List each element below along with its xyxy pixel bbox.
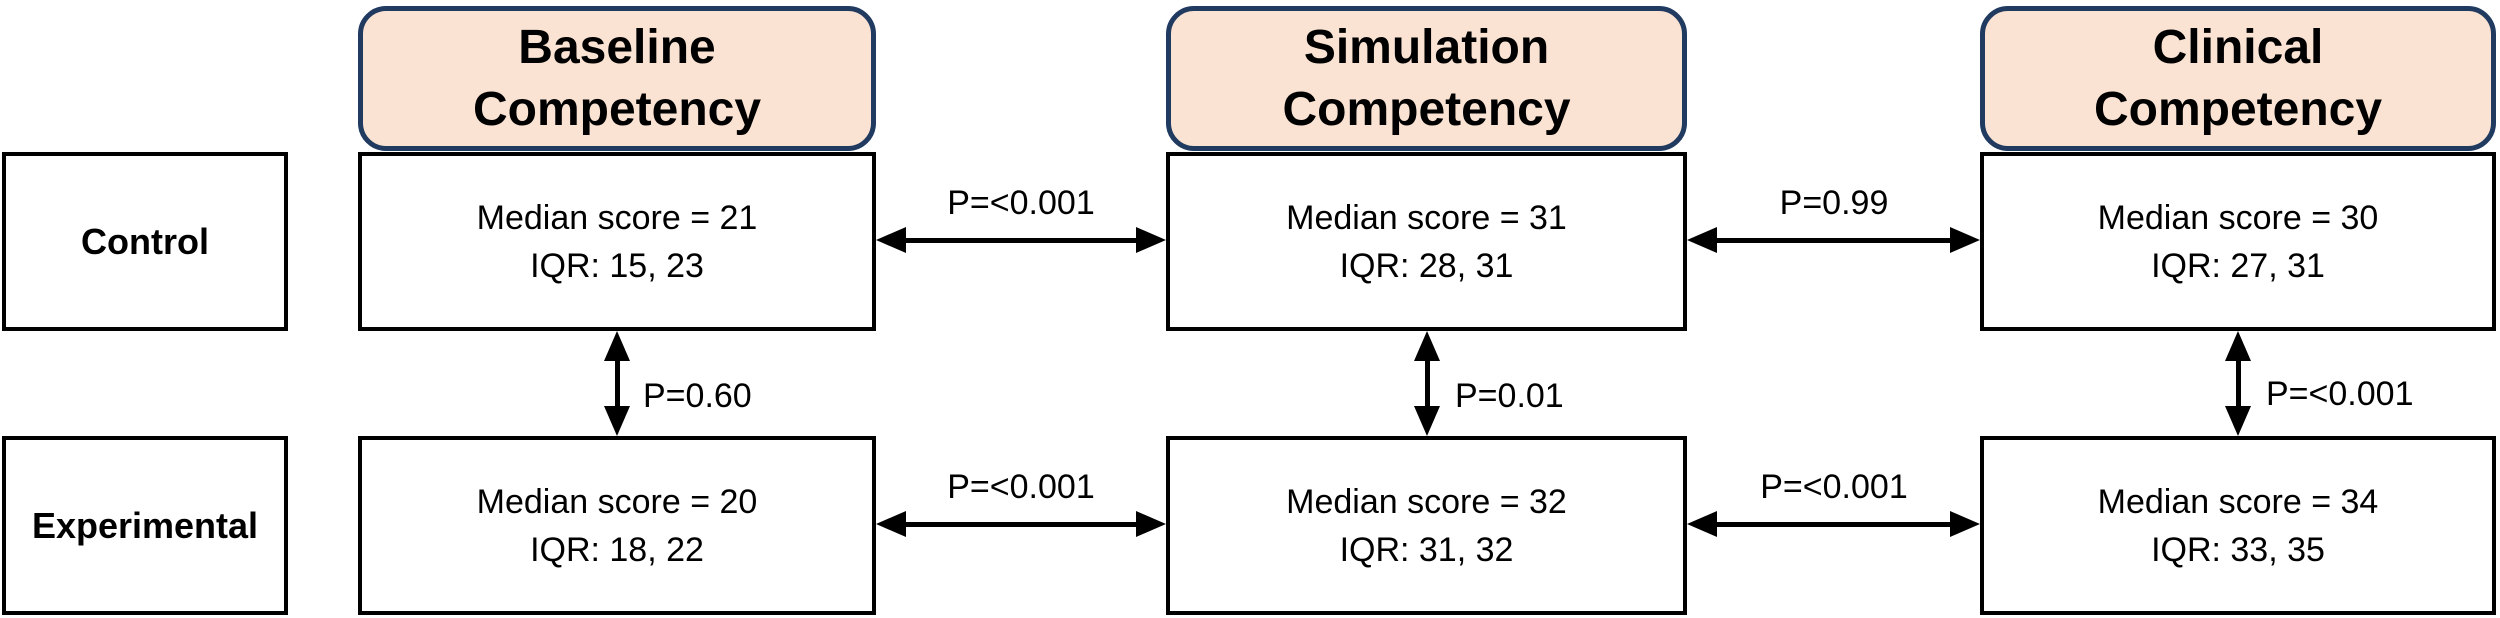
cell-experimental-baseline-iqr: IQR: 18, 22 xyxy=(530,530,704,569)
p-value-experimental-baseline-simulation: P=<0.001 xyxy=(947,468,1095,506)
arrow-experimental-simulation-clinical xyxy=(1687,510,1980,538)
header-baseline-competency: Baseline Competency xyxy=(358,6,876,151)
p-value-control-baseline-simulation: P=<0.001 xyxy=(947,184,1095,222)
arrow-shaft xyxy=(1711,237,1956,243)
header-simulation-line1: Simulation xyxy=(1303,20,1550,74)
p-value-clinical-control-experimental: P=<0.001 xyxy=(2266,375,2414,413)
arrow-shaft xyxy=(900,521,1142,527)
p-value-control-simulation-clinical: P=0.99 xyxy=(1779,184,1889,222)
arrow-shaft xyxy=(614,355,620,412)
cell-control-baseline-median: Median score = 21 xyxy=(476,198,758,237)
header-simulation-line2: Competency xyxy=(1282,82,1571,136)
cell-control-simulation-iqr: IQR: 28, 31 xyxy=(1339,246,1514,285)
cell-experimental-simulation-iqr: IQR: 31, 32 xyxy=(1339,530,1514,569)
row-label-experimental-text: Experimental xyxy=(31,504,259,546)
cell-control-clinical: Median score = 30 IQR: 27, 31 xyxy=(1980,152,2496,331)
row-label-experimental: Experimental xyxy=(2,436,288,615)
p-value-baseline-control-experimental: P=0.60 xyxy=(643,377,752,415)
header-clinical-line2: Competency xyxy=(2093,82,2383,136)
cell-experimental-simulation-median: Median score = 32 xyxy=(1286,482,1567,521)
header-simulation-competency: Simulation Competency xyxy=(1166,6,1687,151)
header-clinical-line1: Clinical xyxy=(2152,20,2324,74)
row-label-control-text: Control xyxy=(81,220,209,262)
header-baseline-line1: Baseline xyxy=(518,20,716,74)
cell-experimental-clinical-iqr: IQR: 33, 35 xyxy=(2151,530,2325,569)
arrow-simulation-control-experimental xyxy=(1413,331,1441,436)
row-label-control: Control xyxy=(2,152,288,331)
cell-control-baseline: Median score = 21 IQR: 15, 23 xyxy=(358,152,876,331)
arrow-shaft xyxy=(1424,355,1430,412)
header-baseline-line2: Competency xyxy=(472,82,762,136)
p-value-simulation-control-experimental: P=0.01 xyxy=(1455,377,1564,415)
cell-experimental-baseline-median: Median score = 20 xyxy=(476,482,758,521)
cell-experimental-baseline: Median score = 20 IQR: 18, 22 xyxy=(358,436,876,615)
cell-control-simulation: Median score = 31 IQR: 28, 31 xyxy=(1166,152,1687,331)
cell-experimental-clinical: Median score = 34 IQR: 33, 35 xyxy=(1980,436,2496,615)
arrow-baseline-control-experimental xyxy=(603,331,631,436)
cell-experimental-clinical-median: Median score = 34 xyxy=(2097,482,2379,521)
arrow-shaft xyxy=(1711,521,1956,527)
arrow-shaft xyxy=(2235,355,2241,412)
cell-control-clinical-median: Median score = 30 xyxy=(2097,198,2379,237)
cell-control-clinical-iqr: IQR: 27, 31 xyxy=(2151,246,2325,285)
arrow-shaft xyxy=(900,237,1142,243)
arrow-control-simulation-clinical xyxy=(1687,226,1980,254)
p-value-experimental-simulation-clinical: P=<0.001 xyxy=(1760,468,1908,506)
header-clinical-competency: Clinical Competency xyxy=(1980,6,2496,151)
arrow-experimental-baseline-simulation xyxy=(876,510,1166,538)
arrow-control-baseline-simulation xyxy=(876,226,1166,254)
cell-control-simulation-median: Median score = 31 xyxy=(1286,198,1567,237)
cell-experimental-simulation: Median score = 32 IQR: 31, 32 xyxy=(1166,436,1687,615)
cell-control-baseline-iqr: IQR: 15, 23 xyxy=(530,246,704,285)
arrow-clinical-control-experimental xyxy=(2224,331,2252,436)
